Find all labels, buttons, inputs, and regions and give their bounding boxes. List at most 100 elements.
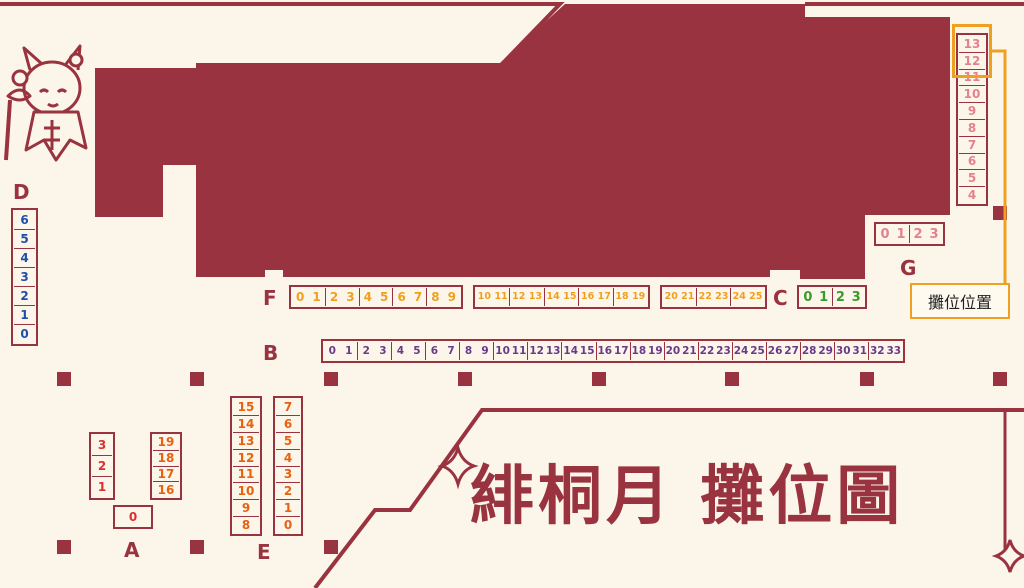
booth-10: 10: [495, 344, 510, 357]
area-letter-a: A: [124, 538, 140, 562]
booth-33: 33: [886, 344, 902, 357]
pillar-marker: [592, 372, 606, 386]
booth-2: 2: [92, 456, 112, 477]
booth-10: 10: [233, 483, 259, 501]
mascot-girl-icon: [4, 44, 88, 162]
booth-24: 24: [733, 344, 749, 357]
area-a-bottom: 0: [113, 505, 153, 529]
booth-7: 7: [276, 399, 300, 416]
booth-25: 25: [749, 291, 763, 303]
booth-3: 3: [92, 435, 112, 456]
pillar-marker: [725, 372, 739, 386]
legend-label: 攤位位置: [910, 283, 1010, 319]
booth-5: 5: [959, 170, 985, 188]
booth-1: 1: [308, 288, 326, 306]
booth-1: 1: [893, 225, 910, 243]
booth-18: 18: [615, 291, 629, 303]
booth-16: 16: [157, 482, 175, 497]
main-building: [95, 4, 950, 279]
pillar-marker: [57, 372, 71, 386]
booth-14: 14: [546, 291, 560, 303]
pillar-marker: [324, 540, 338, 554]
pillar-marker: [860, 372, 874, 386]
booth-5: 5: [376, 288, 394, 306]
booth-6: 6: [430, 344, 439, 357]
booth-6: 6: [276, 416, 300, 433]
booth-15: 15: [579, 342, 597, 360]
booth-0: 0: [880, 226, 890, 242]
map-title: 緋桐月 攤位圖: [470, 459, 905, 534]
booth-7: 7: [410, 288, 428, 306]
booth-8: 8: [241, 518, 251, 533]
booth-0: 0: [128, 510, 138, 524]
booth-9: 9: [233, 500, 259, 518]
booth-1: 1: [341, 342, 359, 360]
booth-19: 19: [153, 435, 179, 451]
booth-8: 8: [464, 344, 473, 357]
booth-18: 18: [153, 451, 179, 467]
pillar-marker: [324, 372, 338, 386]
booth-21: 21: [680, 288, 697, 306]
booth-12: 12: [512, 291, 526, 303]
booth-15: 15: [562, 288, 580, 306]
pillar-marker: [190, 372, 204, 386]
booth-14: 14: [233, 416, 259, 433]
booth-1: 1: [14, 306, 35, 325]
booth-5: 5: [409, 342, 427, 360]
booth-4: 4: [363, 290, 372, 304]
booth-6: 6: [397, 290, 406, 304]
booth-2: 2: [276, 483, 300, 501]
booth-3: 3: [276, 467, 300, 484]
booth-29: 29: [817, 342, 835, 360]
booth-13: 13: [545, 342, 563, 360]
lower-border: [313, 408, 1024, 588]
booth-16: 16: [580, 291, 595, 303]
pillar-marker: [993, 372, 1007, 386]
booth-3: 3: [375, 342, 393, 360]
booth-5: 5: [14, 230, 35, 249]
area-letter-b: B: [263, 341, 279, 365]
legend-highlight-box: [952, 24, 992, 78]
booth-3: 3: [14, 268, 35, 287]
booth-26: 26: [767, 344, 783, 357]
booth-2: 2: [14, 287, 35, 306]
booth-9: 9: [959, 103, 985, 120]
area-letter-c: C: [773, 286, 788, 310]
booth-14: 14: [563, 344, 579, 357]
booth-8: 8: [959, 120, 985, 137]
booth-17: 17: [613, 342, 631, 360]
sparkle-icon: [437, 442, 479, 490]
booth-17: 17: [153, 467, 179, 483]
booth-19: 19: [647, 342, 665, 360]
top-border: [0, 2, 565, 68]
booth-2: 2: [329, 290, 339, 304]
booth-12: 12: [233, 450, 259, 467]
pillar-marker: [190, 540, 204, 554]
booth-12: 12: [529, 344, 544, 357]
booth-6: 6: [14, 211, 35, 230]
booth-22: 22: [698, 291, 712, 303]
booth-23: 23: [714, 288, 731, 306]
booth-30: 30: [835, 344, 851, 357]
sparkle-icon: [991, 539, 1024, 573]
booth-11: 11: [493, 288, 511, 306]
booth-16: 16: [597, 344, 613, 357]
booth-24: 24: [732, 291, 746, 303]
booth-25: 25: [749, 342, 767, 360]
pillar-marker: [458, 372, 472, 386]
booth-0: 0: [296, 290, 305, 304]
booth-2: 2: [362, 344, 370, 357]
booth-1: 1: [97, 480, 107, 494]
booth-9: 9: [477, 342, 495, 360]
